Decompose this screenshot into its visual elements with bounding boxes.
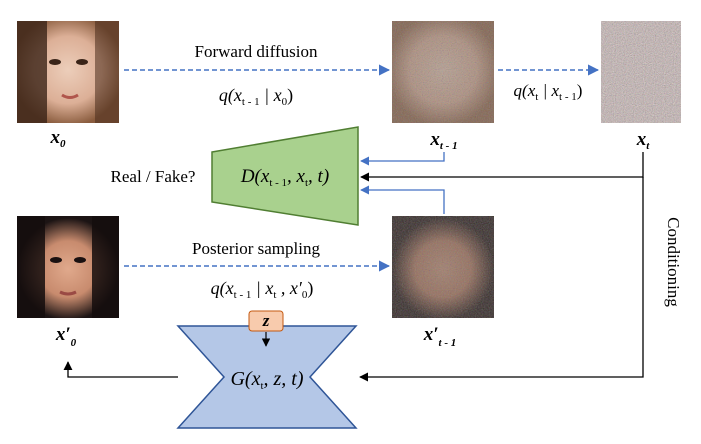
forward-formula-right: q(xt | xt - 1) bbox=[514, 81, 583, 103]
image-x0 bbox=[17, 21, 119, 123]
real-fake-question: Real / Fake? bbox=[111, 167, 196, 186]
forward-diffusion-title: Forward diffusion bbox=[195, 42, 318, 61]
arrow-xt-prime-to-d bbox=[360, 185, 445, 214]
label-x0-prime: x′0 bbox=[55, 324, 77, 349]
generator-formula: G(xt, z, t) bbox=[230, 368, 303, 392]
arrow-xt-to-d bbox=[360, 152, 644, 182]
image-xt-minus-1-prime bbox=[392, 216, 494, 318]
arrow-xt-to-g bbox=[359, 177, 644, 382]
image-xt bbox=[601, 21, 681, 123]
arrow-g-to-x0-prime bbox=[63, 361, 178, 378]
posterior-sampling-title: Posterior sampling bbox=[192, 239, 320, 258]
forward-formula-left: q(xt - 1 | x0) bbox=[219, 85, 293, 108]
arrow-xt-minus-1-to-d bbox=[360, 152, 445, 166]
noise-z-label: z bbox=[262, 311, 270, 330]
discriminator-formula: D(xt - 1, xt, t) bbox=[240, 166, 329, 189]
label-xt-minus-1-prime: x′t - 1 bbox=[423, 324, 457, 349]
conditioning-label: Conditioning bbox=[664, 217, 683, 307]
generator-block bbox=[176, 325, 358, 429]
label-xt: xt bbox=[636, 129, 651, 152]
discriminator-block bbox=[211, 126, 359, 226]
label-x0: x0 bbox=[50, 127, 67, 150]
image-xt-minus-1 bbox=[392, 21, 494, 123]
noise-z-box bbox=[248, 310, 284, 332]
posterior-formula: q(xt - 1 | xt , x′0) bbox=[211, 278, 314, 301]
image-x0-prime bbox=[17, 216, 119, 318]
label-xt-minus-1: xt - 1 bbox=[429, 129, 457, 152]
